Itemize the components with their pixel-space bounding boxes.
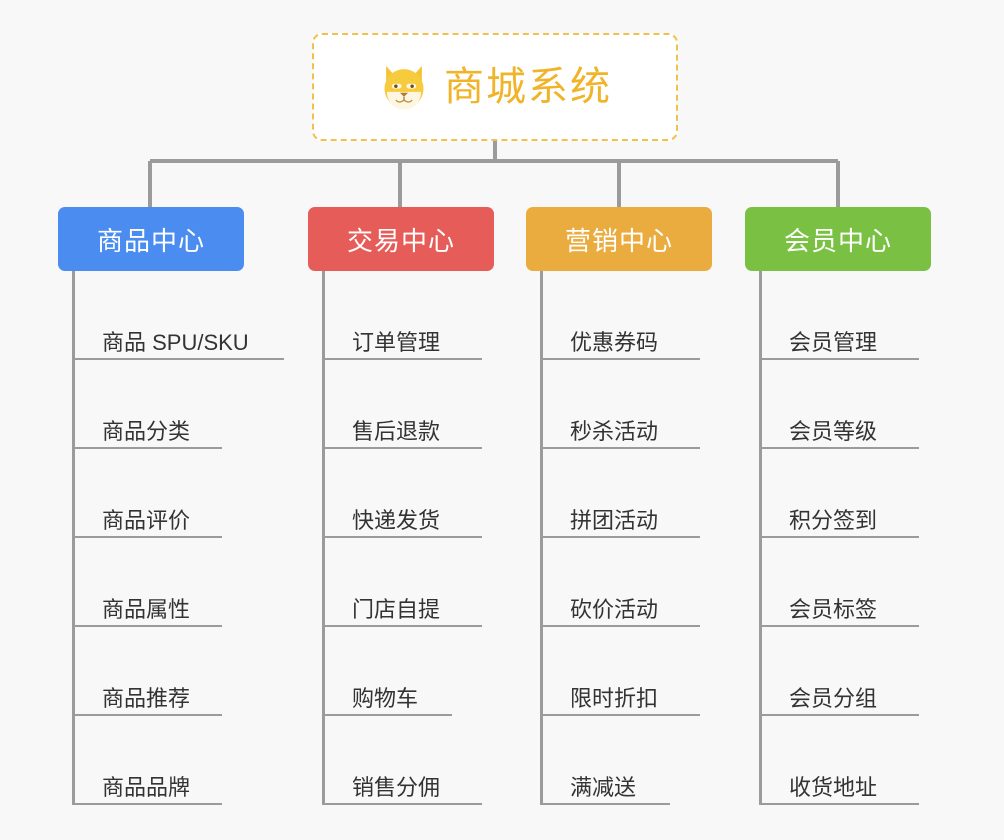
leaf-item-label: 秒杀活动 bbox=[570, 418, 659, 444]
leaf-item-label: 优惠券码 bbox=[570, 329, 659, 355]
branch-item-list-1: 订单管理售后退款快递发货门店自提购物车销售分佣 bbox=[308, 271, 494, 805]
branch-header-label: 营销中心 bbox=[564, 225, 673, 256]
root-title: 商城系统 bbox=[444, 65, 612, 109]
branch-column-1: 交易中心订单管理售后退款快递发货门店自提购物车销售分佣 bbox=[308, 207, 494, 805]
leaf-item-underline bbox=[540, 447, 700, 449]
leaf-item-underline bbox=[322, 447, 482, 449]
leaf-item-label: 商品评价 bbox=[102, 507, 191, 533]
leaf-item-label: 快递发货 bbox=[352, 507, 441, 533]
branch-trunk bbox=[540, 271, 543, 805]
leaf-item-underline bbox=[322, 803, 482, 805]
leaf-item-label: 售后退款 bbox=[352, 418, 441, 444]
branch-trunk bbox=[759, 271, 762, 805]
leaf-item[interactable]: 会员标签 bbox=[759, 538, 931, 627]
leaf-item[interactable]: 快递发货 bbox=[322, 449, 494, 538]
leaf-item-label: 砍价活动 bbox=[570, 596, 659, 622]
leaf-item-label: 会员等级 bbox=[789, 418, 878, 444]
leaf-item-underline bbox=[759, 358, 919, 360]
leaf-item-label: 门店自提 bbox=[352, 596, 441, 622]
leaf-item-label: 订单管理 bbox=[352, 329, 441, 355]
leaf-item-underline bbox=[322, 358, 482, 360]
leaf-item-underline bbox=[759, 803, 919, 805]
leaf-item-underline bbox=[72, 625, 222, 627]
leaf-item-underline bbox=[72, 803, 222, 805]
leaf-item-label: 会员管理 bbox=[789, 329, 878, 355]
leaf-item-underline bbox=[72, 536, 222, 538]
leaf-item[interactable]: 收货地址 bbox=[759, 716, 931, 805]
leaf-item[interactable]: 商品评价 bbox=[72, 449, 244, 538]
branch-trunk bbox=[322, 271, 325, 805]
branch-header-label: 商品中心 bbox=[96, 225, 205, 256]
branch-header-label: 交易中心 bbox=[346, 225, 455, 256]
leaf-item[interactable]: 会员等级 bbox=[759, 360, 931, 449]
branch-header-label: 会员中心 bbox=[783, 225, 892, 256]
leaf-item-label: 商品品牌 bbox=[102, 774, 191, 800]
leaf-item-underline bbox=[540, 803, 670, 805]
branch-item-list-3: 会员管理会员等级积分签到会员标签会员分组收货地址 bbox=[745, 271, 931, 805]
leaf-item[interactable]: 砍价活动 bbox=[540, 538, 712, 627]
branch-item-list-0: 商品 SPU/SKU 商品分类商品评价商品属性商品推荐商品品牌 bbox=[58, 271, 284, 805]
leaf-item-label: 满减送 bbox=[570, 774, 637, 800]
leaf-item-label: 商品推荐 bbox=[102, 685, 191, 711]
leaf-item-underline bbox=[540, 714, 700, 716]
leaf-item[interactable]: 拼团活动 bbox=[540, 449, 712, 538]
branch-column-3: 会员中心会员管理会员等级积分签到会员标签会员分组收货地址 bbox=[745, 207, 931, 805]
leaf-item[interactable]: 商品 SPU/SKU bbox=[72, 271, 284, 360]
leaf-item-label: 购物车 bbox=[352, 685, 419, 711]
leaf-item-underline bbox=[759, 447, 919, 449]
leaf-item-underline bbox=[540, 358, 700, 360]
leaf-item[interactable]: 秒杀活动 bbox=[540, 360, 712, 449]
leaf-item[interactable]: 商品推荐 bbox=[72, 627, 244, 716]
root-node[interactable]: 商城系统 bbox=[312, 33, 678, 141]
leaf-item-underline bbox=[72, 447, 222, 449]
branch-header-2[interactable]: 营销中心 bbox=[526, 207, 712, 271]
leaf-item[interactable]: 积分签到 bbox=[759, 449, 931, 538]
leaf-item-underline bbox=[540, 625, 700, 627]
branch-header-0[interactable]: 商品中心 bbox=[58, 207, 244, 271]
leaf-item[interactable]: 限时折扣 bbox=[540, 627, 712, 716]
branch-column-0: 商品中心商品 SPU/SKU 商品分类商品评价商品属性商品推荐商品品牌 bbox=[58, 207, 284, 805]
leaf-item-underline bbox=[759, 625, 919, 627]
leaf-item-label: 商品分类 bbox=[102, 418, 191, 444]
leaf-item-label: 限时折扣 bbox=[570, 685, 659, 711]
leaf-item-label: 会员标签 bbox=[789, 596, 878, 622]
leaf-item[interactable]: 商品分类 bbox=[72, 360, 244, 449]
leaf-item-underline bbox=[759, 536, 919, 538]
leaf-item-label: 商品 SPU/SKU bbox=[102, 329, 249, 355]
leaf-item-label: 销售分佣 bbox=[352, 774, 441, 800]
leaf-item-underline bbox=[322, 714, 452, 716]
branch-item-list-2: 优惠券码秒杀活动拼团活动砍价活动限时折扣满减送 bbox=[526, 271, 712, 805]
leaf-item[interactable]: 销售分佣 bbox=[322, 716, 494, 805]
leaf-item-label: 收货地址 bbox=[789, 774, 878, 800]
leaf-item[interactable]: 优惠券码 bbox=[540, 271, 712, 360]
leaf-item[interactable]: 会员分组 bbox=[759, 627, 931, 716]
shiba-dog-face-icon bbox=[384, 65, 424, 110]
leaf-item[interactable]: 满减送 bbox=[540, 716, 712, 805]
branch-trunk bbox=[72, 271, 75, 805]
leaf-item-label: 商品属性 bbox=[102, 596, 191, 622]
leaf-item-underline bbox=[72, 358, 284, 360]
leaf-item-underline bbox=[759, 714, 919, 716]
leaf-item[interactable]: 会员管理 bbox=[759, 271, 931, 360]
leaf-item[interactable]: 购物车 bbox=[322, 627, 494, 716]
branch-header-1[interactable]: 交易中心 bbox=[308, 207, 494, 271]
leaf-item-underline bbox=[322, 536, 482, 538]
leaf-item-underline bbox=[540, 536, 700, 538]
leaf-item-underline bbox=[72, 714, 222, 716]
leaf-item[interactable]: 订单管理 bbox=[322, 271, 494, 360]
branch-column-2: 营销中心优惠券码秒杀活动拼团活动砍价活动限时折扣满减送 bbox=[526, 207, 712, 805]
leaf-item-label: 拼团活动 bbox=[570, 507, 659, 533]
leaf-item-label: 会员分组 bbox=[789, 685, 878, 711]
leaf-item-label: 积分签到 bbox=[789, 507, 878, 533]
branch-header-3[interactable]: 会员中心 bbox=[745, 207, 931, 271]
leaf-item[interactable]: 商品品牌 bbox=[72, 716, 244, 805]
leaf-item[interactable]: 门店自提 bbox=[322, 538, 494, 627]
leaf-item[interactable]: 商品属性 bbox=[72, 538, 244, 627]
leaf-item[interactable]: 售后退款 bbox=[322, 360, 494, 449]
leaf-item-underline bbox=[322, 625, 482, 627]
